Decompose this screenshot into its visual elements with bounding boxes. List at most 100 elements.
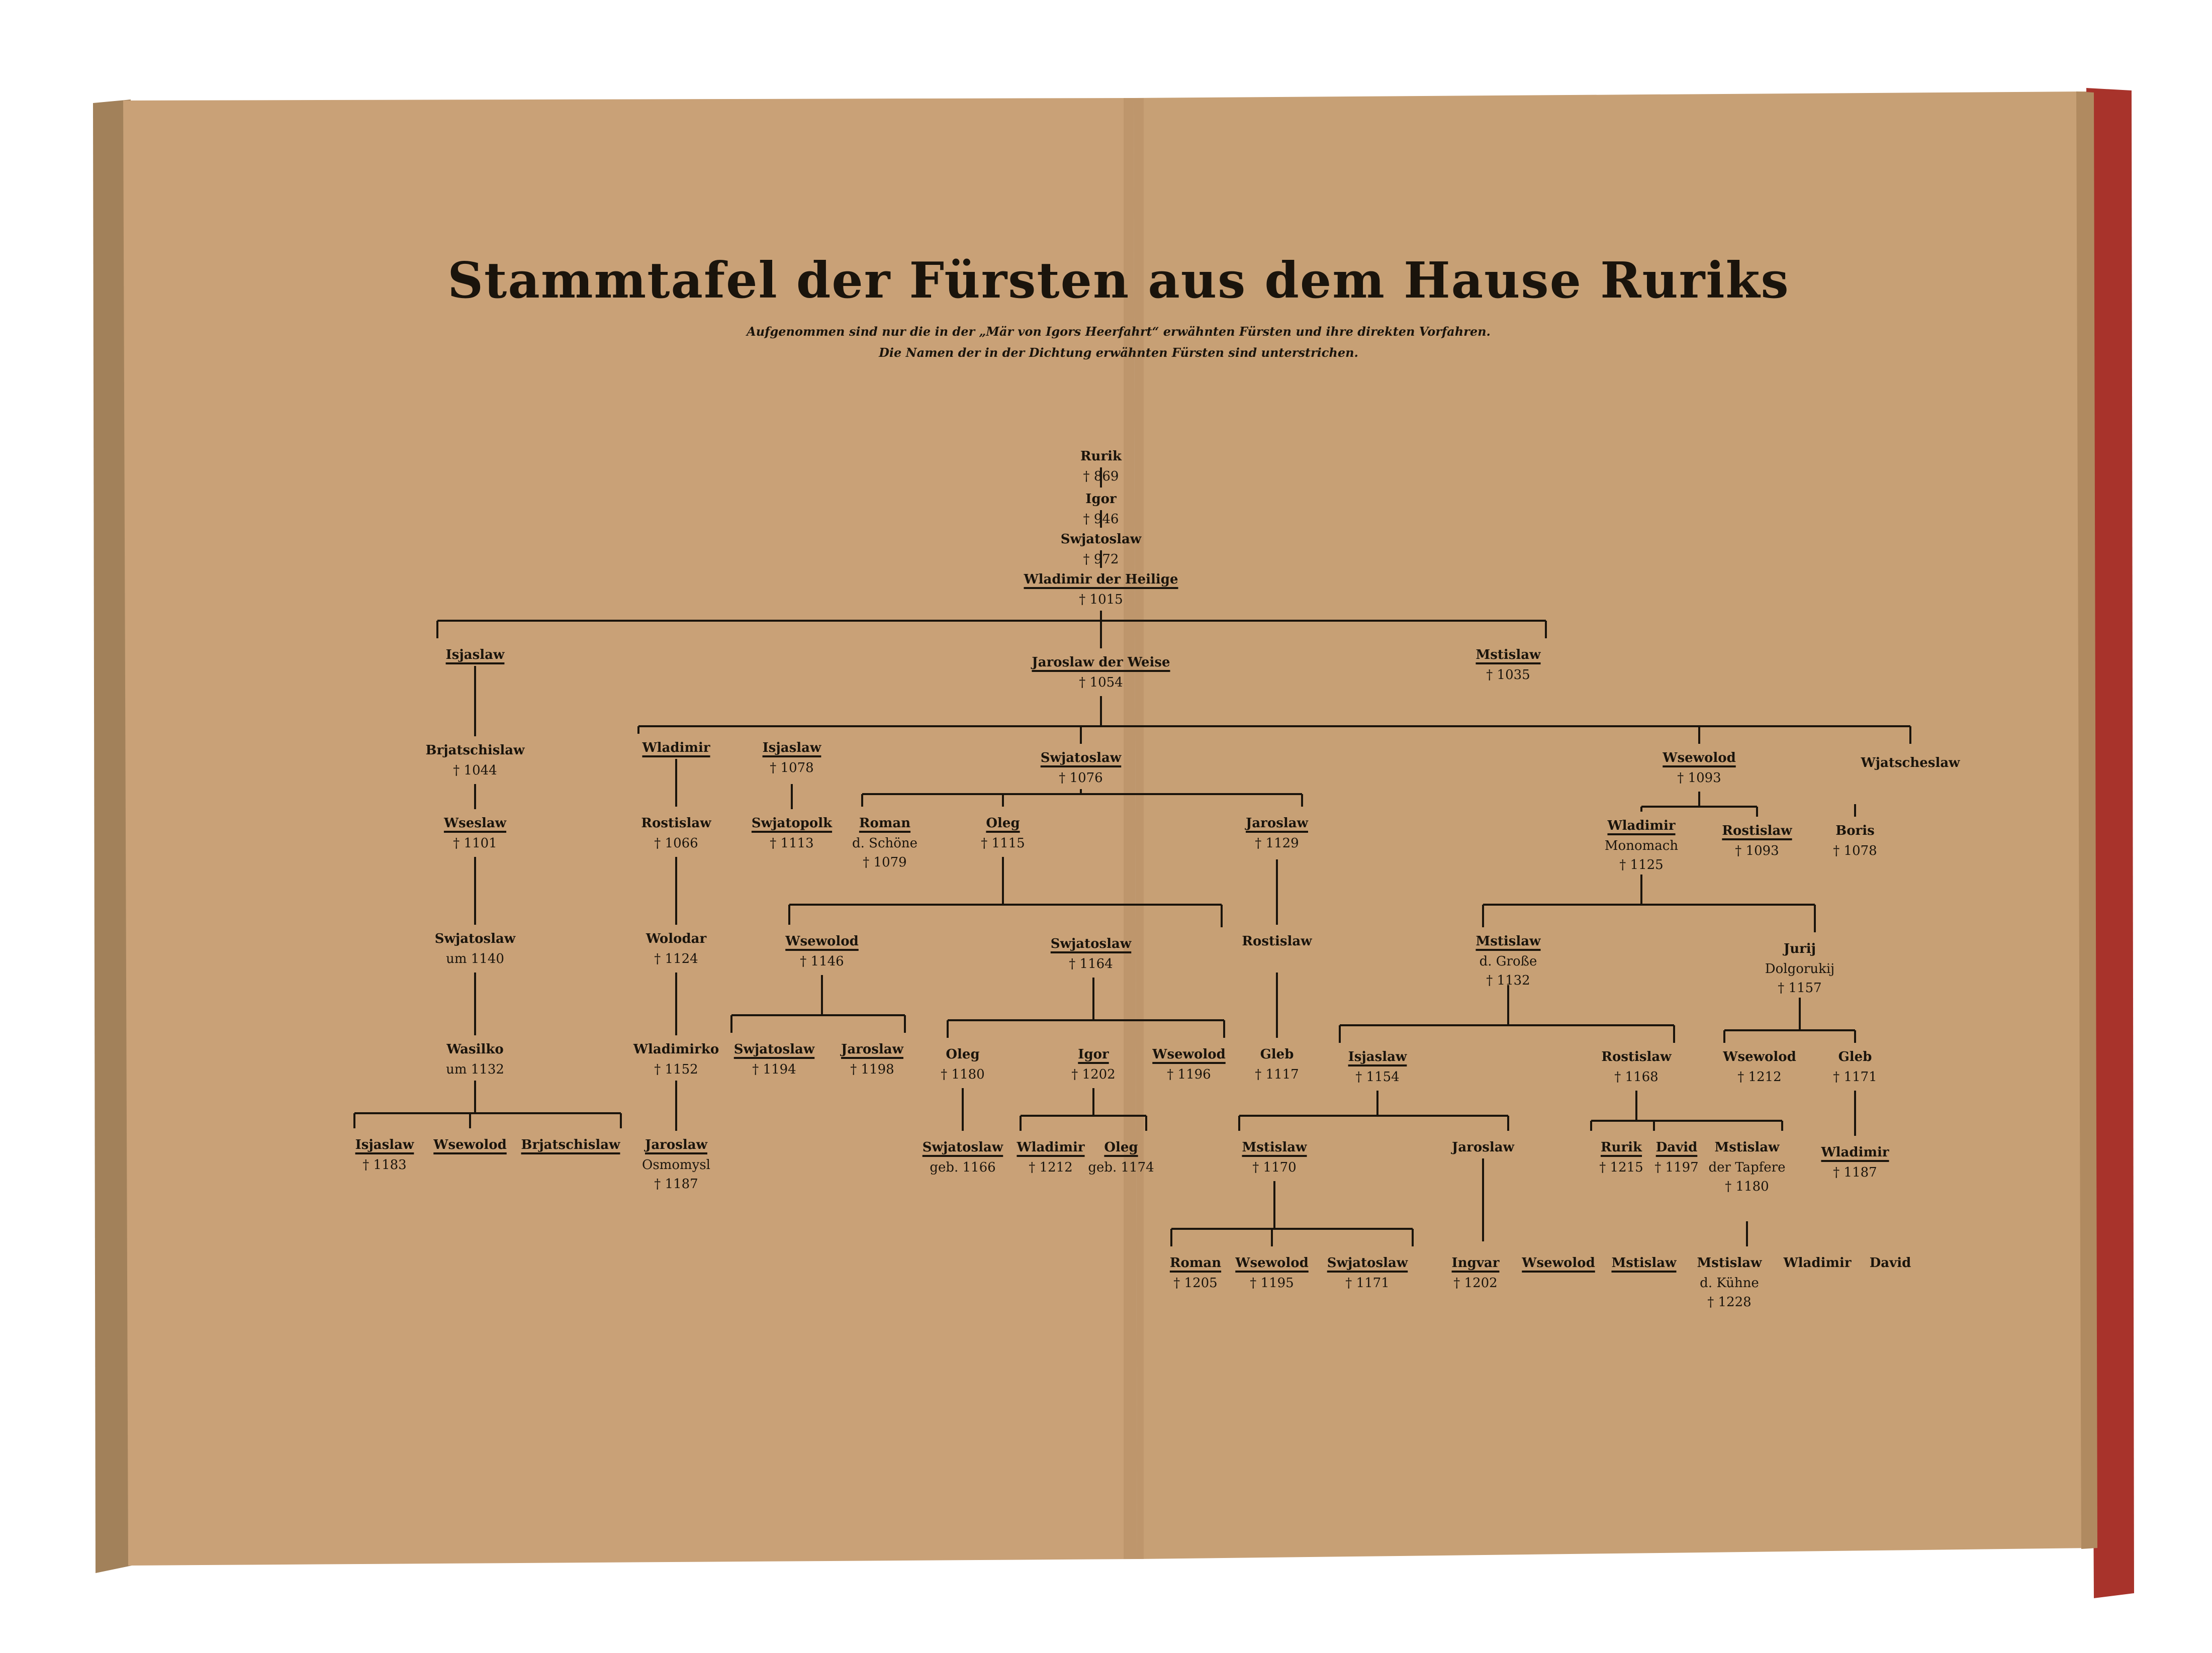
person-name-n45: Isjaslaw: [1348, 1049, 1407, 1064]
person-name-n59: Wsewolod: [1522, 1255, 1595, 1271]
person-name-n55: Roman: [1169, 1255, 1222, 1271]
book-cover-edge: [2086, 88, 2134, 1598]
person-name-n36: Rostislaw: [1242, 934, 1312, 949]
person-date-n42: † 1078: [1833, 843, 1877, 858]
subtitle-line-2: Die Namen der in der Dichtung erwähnten …: [879, 345, 1358, 360]
person-name-n39: Wjatscheslaw: [1861, 755, 1960, 770]
person-date-n1: † 869: [1083, 469, 1119, 484]
person-date-n41: † 1093: [1735, 843, 1779, 858]
person-epithet-n61: d. Kühne: [1700, 1276, 1759, 1291]
person-name-n62: Wladimir: [1783, 1255, 1852, 1271]
person-date-n58: † 1202: [1453, 1276, 1498, 1291]
person-name-n63: David: [1869, 1255, 1911, 1271]
person-epithet-n40: Monomach: [1604, 838, 1679, 853]
person-date-n38: † 1093: [1677, 770, 1721, 786]
person-name-n53: Mstislaw: [1714, 1140, 1780, 1155]
person-date-n29: † 1198: [850, 1062, 894, 1077]
person-date-n54: † 1187: [1833, 1165, 1877, 1180]
book-gutter: [1124, 98, 1144, 1559]
person-date-n9: † 1101: [453, 836, 497, 851]
person-epithet-n44: Dolgorukij: [1765, 961, 1835, 977]
person-epithet-n19: Osmomysl: [642, 1157, 710, 1173]
person-date-n47: † 1212: [1737, 1069, 1782, 1085]
person-name-n12: Isjaslaw: [355, 1137, 414, 1152]
person-name-n6: Jaroslaw der Weise: [1032, 655, 1170, 670]
person-name-n15: Wladimir: [642, 740, 710, 755]
person-name-n29: Jaroslaw: [841, 1042, 903, 1057]
person-name-n23: Roman: [859, 816, 911, 831]
person-name-n27: Swjatoslaw: [1050, 936, 1132, 951]
person-name-n9: Wseslaw: [443, 816, 507, 831]
person-name-n44: Jurij: [1783, 941, 1816, 956]
person-name-n18: Wladimirko: [633, 1042, 719, 1057]
person-date-n35: geb. 1174: [1088, 1160, 1154, 1175]
person-name-n31: Igor: [1078, 1047, 1109, 1062]
person-date-n25: † 1129: [1255, 836, 1299, 851]
subtitle-line-1: Aufgenommen sind nur die in der „Mär von…: [747, 324, 1491, 339]
person-date-n21: † 1113: [770, 836, 814, 851]
person-name-n28: Swjatoslaw: [733, 1042, 815, 1057]
page-stack-right: [2076, 91, 2097, 1549]
person-date-n57: † 1171: [1345, 1276, 1390, 1291]
person-name-n8: Brjatschislaw: [425, 743, 525, 758]
person-name-n58: Ingvar: [1451, 1255, 1500, 1271]
person-date-n20: † 1078: [770, 760, 814, 775]
person-date-n16: † 1066: [654, 836, 698, 851]
person-name-n21: Swjatopolk: [751, 816, 833, 831]
person-name-n33: Swjatoslaw: [922, 1140, 1003, 1155]
person-date-n49: † 1170: [1252, 1160, 1297, 1175]
person-name-n3: Swjatoslaw: [1060, 532, 1142, 547]
person-name-n16: Rostislaw: [641, 816, 711, 831]
person-date-n43: † 1132: [1486, 973, 1530, 988]
person-name-n41: Rostislaw: [1722, 823, 1792, 838]
person-name-n43: Mstislaw: [1476, 934, 1541, 949]
person-name-n2: Igor: [1085, 492, 1117, 507]
person-date-n7: † 1035: [1486, 667, 1530, 683]
person-name-n48: Gleb: [1838, 1049, 1872, 1064]
person-date-n51: † 1215: [1599, 1160, 1643, 1175]
person-name-n47: Wsewolod: [1723, 1049, 1796, 1064]
person-date-n23: † 1079: [863, 855, 907, 870]
person-name-n5: Isjaslaw: [445, 647, 505, 662]
person-date-n40: † 1125: [1619, 857, 1664, 872]
person-date-n61: † 1228: [1707, 1295, 1752, 1310]
person-date-n31: † 1202: [1071, 1067, 1116, 1082]
person-name-n57: Swjatoslaw: [1327, 1255, 1408, 1271]
person-name-n22: Swjatoslaw: [1040, 750, 1122, 765]
person-date-n18: † 1152: [654, 1062, 698, 1077]
person-name-n32: Wsewolod: [1152, 1047, 1226, 1062]
person-date-n55: † 1205: [1173, 1276, 1218, 1291]
person-date-n46: † 1168: [1614, 1069, 1658, 1085]
person-epithet-n43: d. Große: [1479, 954, 1537, 969]
person-name-n26: Wsewolod: [785, 934, 859, 949]
person-date-n34: † 1212: [1029, 1160, 1073, 1175]
person-name-n35: Oleg: [1104, 1140, 1138, 1155]
person-date-n48: † 1171: [1833, 1069, 1877, 1085]
person-date-n10: um 1140: [446, 951, 504, 966]
right-page: [1134, 91, 2092, 1559]
person-name-n30: Oleg: [946, 1047, 980, 1062]
person-name-n60: Mstislaw: [1611, 1255, 1677, 1271]
person-name-n14: Brjatschislaw: [521, 1137, 620, 1152]
person-date-n53: † 1180: [1725, 1179, 1769, 1194]
person-name-n34: Wladimir: [1017, 1140, 1085, 1155]
person-date-n28: † 1194: [752, 1062, 796, 1077]
person-date-n56: † 1195: [1250, 1276, 1294, 1291]
person-date-n3: † 972: [1083, 552, 1119, 567]
person-date-n2: † 946: [1083, 512, 1119, 527]
person-name-n51: Rurik: [1600, 1140, 1642, 1155]
person-date-n19: † 1187: [654, 1177, 698, 1192]
person-date-n26: † 1146: [800, 954, 844, 969]
person-name-n40: Wladimir: [1607, 818, 1676, 833]
person-date-n37: † 1117: [1255, 1067, 1299, 1082]
person-date-n30: † 1180: [941, 1067, 985, 1082]
person-date-n12: † 1183: [362, 1157, 407, 1173]
person-name-n61: Mstislaw: [1697, 1255, 1762, 1271]
person-date-n22: † 1076: [1059, 770, 1103, 786]
person-date-n27: † 1164: [1069, 956, 1113, 971]
person-date-n33: geb. 1166: [930, 1160, 996, 1175]
person-name-n13: Wsewolod: [433, 1137, 507, 1152]
person-name-n24: Oleg: [986, 816, 1020, 831]
